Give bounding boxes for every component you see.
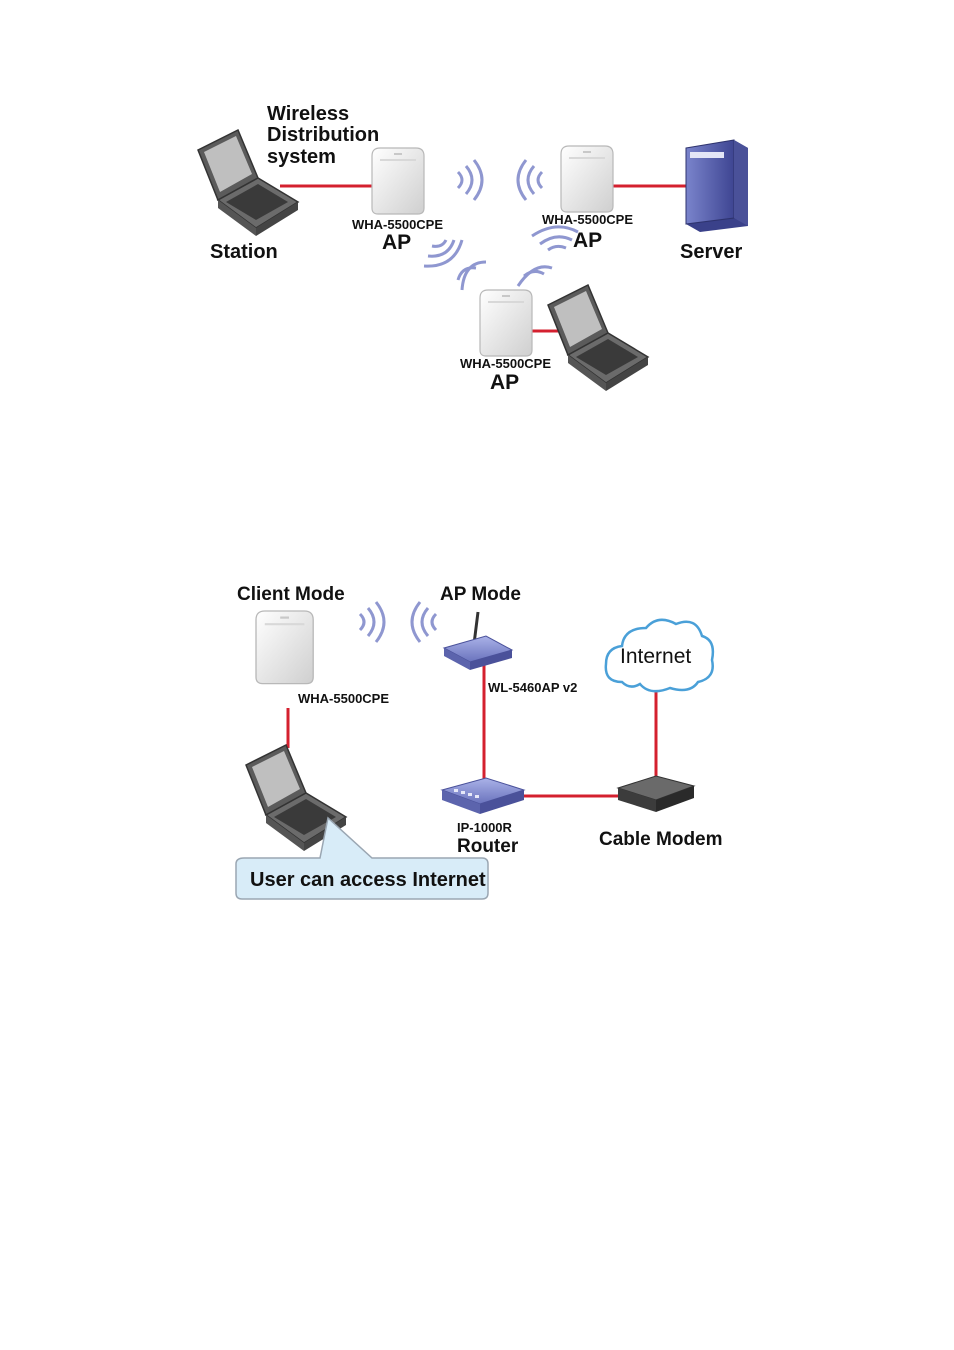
cable-modem-label: Cable Modem [599, 829, 723, 850]
wl-ap-model-label: WL-5460AP v2 [488, 680, 577, 695]
wds-title-line2: Distribution [267, 124, 379, 146]
callout-text: User can access Internet [250, 869, 486, 891]
wireless-waves-ap2-ap3 [518, 227, 578, 286]
ap3-model-label: WHA-5500CPE [460, 356, 551, 371]
wireless-waves-ap1-ap2 [458, 160, 542, 200]
cpe-model-label: WHA-5500CPE [298, 691, 389, 706]
wl-ap-device-icon [444, 612, 512, 670]
remote-laptop-icon [548, 285, 648, 391]
client-mode-label: Client Mode [237, 584, 345, 605]
ap-mode-label: AP Mode [440, 584, 521, 605]
server-label: Server [680, 241, 742, 263]
ap1-model-label: WHA-5500CPE [352, 217, 443, 232]
router-device-icon [442, 778, 524, 814]
ap3-device-icon [480, 290, 532, 356]
router-label: Router [457, 836, 519, 857]
server-icon [686, 140, 748, 232]
wireless-waves-client-ap [360, 602, 436, 642]
ap3-role-label: AP [490, 371, 519, 394]
wds-title-line3: system [267, 146, 336, 168]
internet-label: Internet [620, 645, 691, 668]
wireless-waves-ap1-ap3 [424, 240, 486, 290]
ap1-role-label: AP [382, 231, 411, 254]
ap1-device-icon [372, 148, 424, 214]
cpe-device-icon [256, 611, 313, 684]
ap2-device-icon [561, 146, 613, 212]
cable-modem-icon [618, 776, 694, 812]
wds-title-line1: Wireless [267, 103, 349, 125]
station-label: Station [210, 241, 278, 263]
ap2-model-label: WHA-5500CPE [542, 212, 633, 227]
router-model-label: IP-1000R [457, 820, 513, 835]
